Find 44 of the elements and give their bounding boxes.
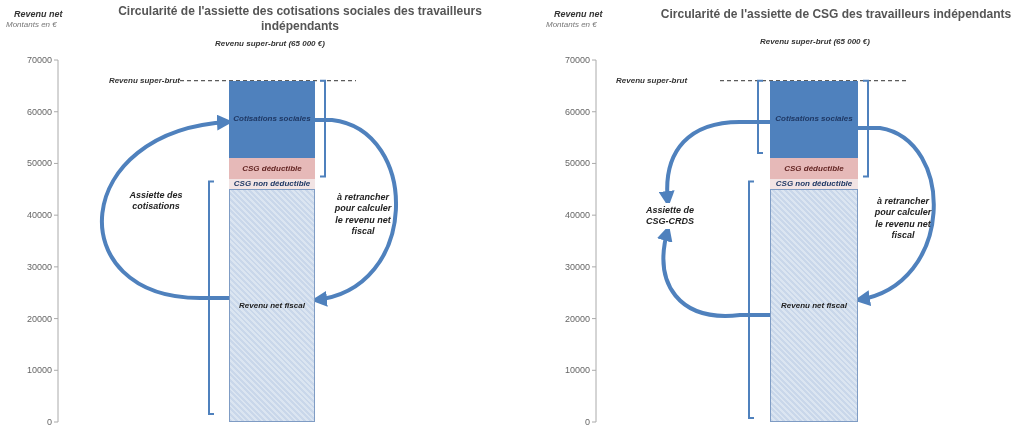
subtitle: Revenu super-brut (65 000 €) <box>214 38 326 50</box>
tick-label: 10000 <box>563 364 590 378</box>
edge-label: à retrancher pour calculer le revenu net fiscal <box>873 196 933 241</box>
segment-label: CSG non déductible <box>774 180 854 189</box>
bar-segment <box>229 158 315 179</box>
bar-segment <box>229 80 315 159</box>
tick-label: 20000 <box>563 312 590 326</box>
tick-label: 0 <box>584 416 590 425</box>
tick-label: 0 <box>46 416 52 425</box>
segment-label: Revenu net fiscal <box>780 301 848 310</box>
tick-label: 40000 <box>25 209 52 223</box>
axis-title: Revenu net <box>554 8 604 21</box>
axis-unit: Montants en € <box>546 19 598 31</box>
bar-segment <box>770 178 858 190</box>
reference-label: Revenu super-brut <box>107 75 180 87</box>
tick-label: 60000 <box>563 105 590 119</box>
tick-label: 40000 <box>563 209 590 223</box>
tick-label: 20000 <box>25 312 52 326</box>
segment-label: CSG déductible <box>783 164 845 173</box>
tick-label: 70000 <box>563 54 590 67</box>
chart-title: Circularité de l'assiette des cotisations sociales des travailleurs indépendants <box>117 4 483 34</box>
tick-label: 70000 <box>25 54 52 67</box>
tick-label: 50000 <box>25 157 52 171</box>
tick-label: 60000 <box>25 105 52 119</box>
axis-unit: Montants en € <box>6 19 58 31</box>
edge-label: Assiette des cotisations <box>128 190 184 213</box>
tick-label: 10000 <box>25 364 52 378</box>
bar-segment <box>770 80 858 159</box>
segment-label: CSG non déductible <box>232 180 312 189</box>
bar-segment <box>229 189 315 422</box>
subtitle: Revenu super-brut (65 000 €) <box>759 36 871 48</box>
axis-title: Revenu net <box>14 8 64 21</box>
segment-label: CSG déductible <box>241 164 303 173</box>
tick-label: 30000 <box>25 260 52 274</box>
tick-label: 30000 <box>563 260 590 274</box>
segment-label: Revenu net fiscal <box>238 301 306 310</box>
segment-label: Cotisations sociales <box>774 115 854 124</box>
reference-label: Revenu super-brut <box>616 75 689 87</box>
tick-label: 50000 <box>563 157 590 171</box>
bar-segment <box>770 158 858 179</box>
edge-label: à retrancher pour calculer le revenu net fiscal <box>333 192 393 237</box>
segment-label: Cotisations sociales <box>232 115 312 124</box>
chart-title: Circularité de l'assiette de CSG des travailleurs indépendants <box>659 7 1013 22</box>
bar-segment <box>770 189 858 422</box>
